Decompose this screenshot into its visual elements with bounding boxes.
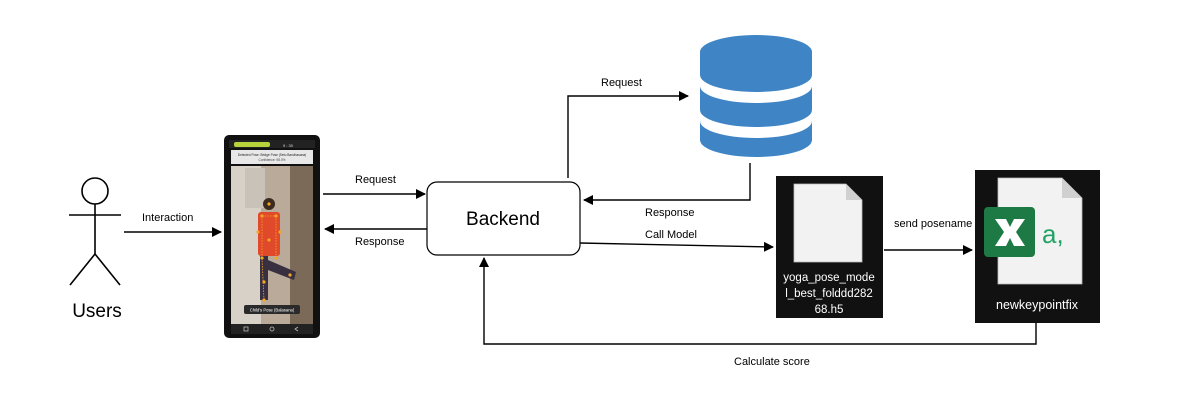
model-file-label-line1: yoga_pose_mode [783, 272, 874, 284]
excel-file-node: a, newkeypointfix [975, 170, 1100, 323]
edge-response-db [583, 163, 751, 205]
request-db-label: Request [601, 77, 642, 89]
interaction-label: Interaction [142, 212, 193, 224]
edge-call-model [579, 241, 774, 252]
excel-file-icon: a, [984, 177, 1083, 285]
users-label: Users [72, 301, 122, 322]
model-file-label-line3: 68.h5 [815, 304, 844, 316]
file-icon [793, 183, 863, 263]
request-backend-label: Request [355, 174, 396, 186]
model-file-node: yoga_pose_mode l_best_folddd282 68.h5 [776, 176, 883, 318]
model-file-label-line2: l_best_folddd282 [785, 288, 873, 300]
edge-calculate-score [479, 257, 1037, 345]
user-actor: Users [69, 177, 122, 322]
backend-node: Backend [426, 181, 581, 256]
phone-detected-text: Detected Pose: Bridge Pose (Setu Bandhas… [238, 153, 306, 157]
phone-pose-label: Child's Pose (Balasana) [250, 308, 295, 313]
svg-text:a,: a, [1042, 219, 1064, 249]
phone-confidence-text: Confidence: 98.0% [259, 158, 286, 162]
call-model-label: Call Model [645, 229, 697, 241]
response-phone-label: Response [355, 236, 405, 248]
phone-screen: 9 : 30 Detected Pose: Bridge Pose (Setu … [224, 135, 320, 338]
database-icon [700, 35, 812, 157]
calculate-score-label: Calculate score [734, 356, 810, 368]
stick-figure-icon [69, 177, 121, 286]
excel-file-label: newkeypointfix [996, 298, 1079, 312]
phone-status-text: 9 : 30 [283, 143, 294, 148]
response-db-label: Response [645, 207, 695, 219]
send-posename-label: send posename [894, 218, 972, 230]
edge-request-db [567, 91, 689, 178]
backend-label: Backend [466, 209, 540, 230]
